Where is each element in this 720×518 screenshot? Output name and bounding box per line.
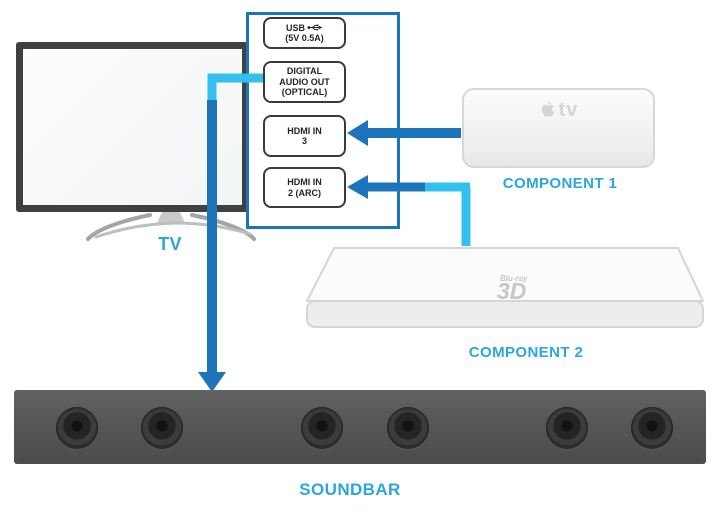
apple-icon	[541, 102, 554, 117]
hdmi-in-3-port: HDMI IN 3	[263, 115, 346, 157]
tv-screen	[23, 49, 242, 205]
hdmi3-port-line2: 3	[301, 136, 307, 146]
component1-device: tv	[462, 88, 655, 168]
arrowhead-soundbar	[198, 372, 226, 392]
component1-logo-text: tv	[558, 99, 579, 121]
player-base	[306, 300, 704, 328]
usb-icon	[307, 24, 323, 31]
usb-port-label: USB	[285, 22, 305, 33]
player-top-face	[305, 247, 705, 302]
component1-label: COMPONENT 1	[502, 175, 618, 192]
optical-port-line2: AUDIO OUT	[279, 76, 330, 87]
hdmi-in-2-arc-port: HDMI IN 2 (ARC)	[263, 167, 346, 208]
bluray-logo-small: Blu-ray	[500, 274, 528, 283]
digital-audio-out-port: DIGITAL AUDIO OUT (OPTICAL)	[263, 61, 346, 103]
hdmi2-port-line1: HDMI IN	[287, 177, 322, 188]
component1-logo: tv	[464, 99, 653, 122]
speaker	[546, 407, 588, 449]
component2-device: Blu-ray 3D	[305, 247, 705, 328]
optical-port-line1: DIGITAL	[286, 66, 323, 77]
tv-stand-neck	[157, 212, 185, 223]
optical-port-line3: (OPTICAL)	[281, 87, 328, 98]
bluray-logo-big: 3D	[497, 278, 526, 304]
speaker	[141, 407, 183, 449]
tv-label: TV	[158, 234, 182, 254]
soundbar-label: SOUNDBAR	[299, 480, 401, 499]
hdmi3-port-line1: HDMI IN	[287, 125, 322, 136]
speaker	[301, 407, 343, 449]
soundbar-device	[14, 390, 706, 464]
speaker	[631, 407, 673, 449]
usb-port-sublabel: (5V 0.5A)	[285, 33, 324, 43]
hdmi2-port-line2: 2 (ARC)	[288, 187, 321, 198]
component2-label: COMPONENT 2	[468, 344, 584, 361]
speaker	[56, 407, 98, 449]
usb-port: USB (5V 0.5A)	[263, 17, 346, 49]
tv	[16, 42, 249, 212]
speaker	[387, 407, 429, 449]
usb-port-line1: USB	[286, 23, 323, 33]
